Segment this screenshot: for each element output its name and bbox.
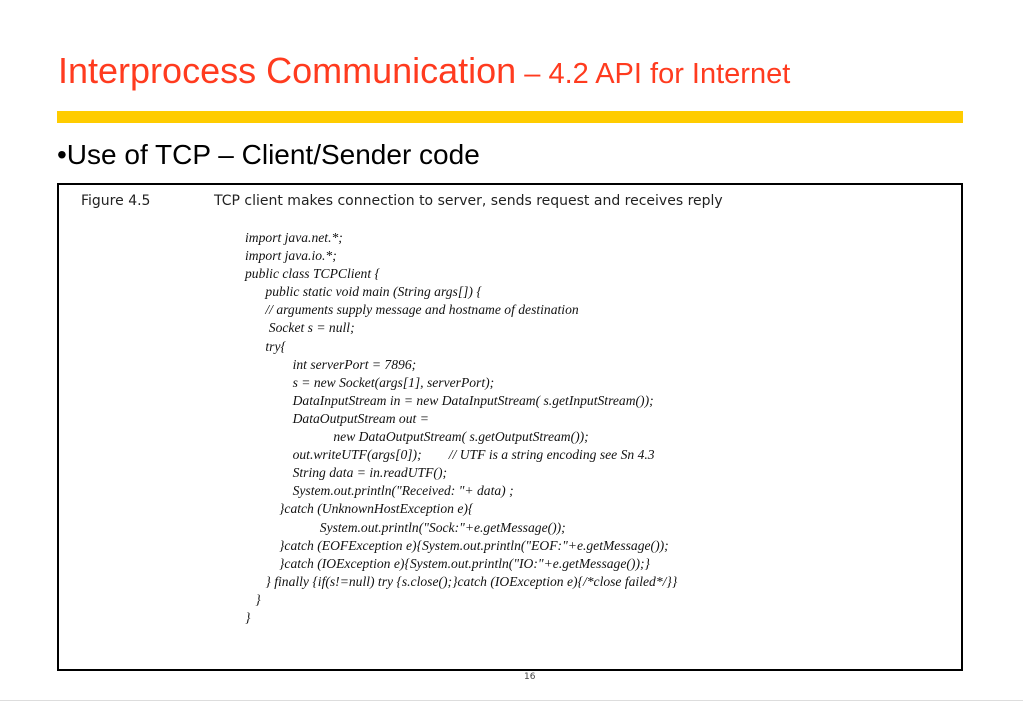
figure-caption-text: TCP client makes connection to server, s… (214, 193, 723, 209)
slide-title-main: Interprocess Communication (58, 50, 517, 91)
code-line: import java.io.*; (245, 248, 337, 264)
code-line: Socket s = null; (245, 320, 355, 336)
code-line: // arguments supply message and hostname… (245, 302, 579, 318)
code-line: public class TCPClient { (245, 266, 380, 282)
code-line: } finally {if(s!=null) try {s.close();}c… (245, 573, 678, 589)
code-line: String data = in.readUTF(); (245, 465, 447, 481)
code-line: }catch (UnknownHostException e){ (245, 501, 474, 517)
code-line: out.writeUTF(args[0]); // UTF is a strin… (245, 447, 655, 463)
code-line: }catch (EOFException e){System.out.print… (245, 537, 669, 553)
code-line: }catch (IOException e){System.out.printl… (245, 555, 650, 571)
code-line: public static void main (String args[]) … (245, 284, 482, 300)
code-line: DataInputStream in = new DataInputStream… (245, 392, 654, 408)
slide-title-sub: – 4.2 API for Internet (516, 58, 791, 90)
code-line: new DataOutputStream( s.getOutputStream(… (245, 429, 589, 445)
code-line: DataOutputStream out = (245, 410, 429, 426)
code-line: System.out.println("Sock:"+e.getMessage(… (245, 519, 566, 535)
title-underline-bar (57, 111, 963, 123)
code-figure-box: Figure 4.5 TCP client makes connection t… (57, 183, 963, 671)
page-number: 16 (524, 672, 536, 682)
slide-title: Interprocess Communication – 4.2 API for… (58, 50, 790, 92)
code-line: s = new Socket(args[1], serverPort); (245, 374, 495, 390)
code-line: } (245, 609, 251, 625)
code-line: try{ (245, 338, 286, 354)
code-line: System.out.println("Received: "+ data) ; (245, 483, 514, 499)
bottom-divider (0, 700, 1023, 701)
code-line: import java.net.*; (245, 230, 343, 245)
code-line: } (245, 591, 261, 607)
code-line: int serverPort = 7896; (245, 356, 417, 372)
code-listing: import java.net.*; import java.io.*; pub… (245, 229, 677, 627)
figure-number: Figure 4.5 (81, 193, 151, 209)
bullet-point: •Use of TCP – Client/Sender code (57, 139, 480, 170)
